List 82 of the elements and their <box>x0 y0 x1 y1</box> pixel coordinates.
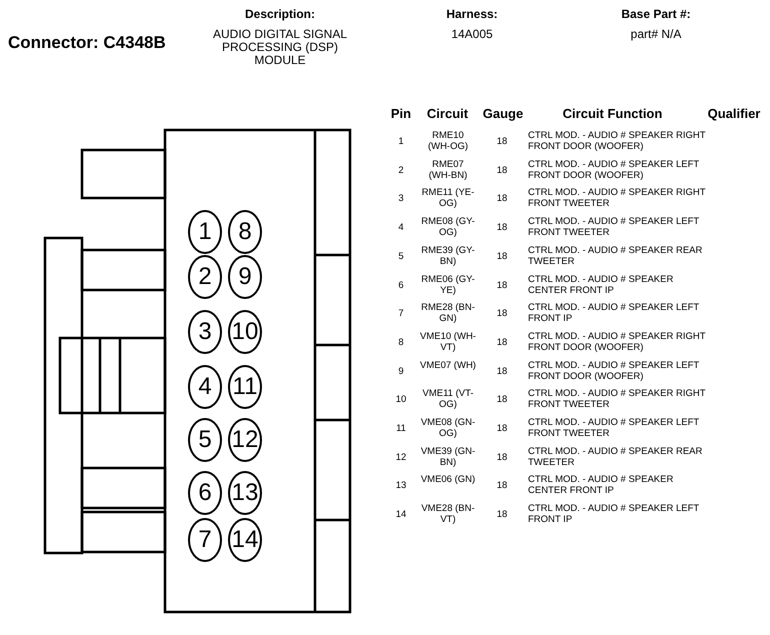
circuit-function: CTRL MOD. - AUDIO # SPEAKER LEFT FRONT DOOR (WOOFER) <box>528 158 700 181</box>
circuit-function: CTRL MOD. - AUDIO # SPEAKER LEFT FRONT DOOR (WOOFER) <box>528 360 700 382</box>
circuit-function: CTRL MOD. - AUDIO # SPEAKER REAR TWEETER <box>528 244 704 267</box>
circuit-code: VME06 (GN) <box>420 474 476 486</box>
pin-number: 9 <box>397 366 405 377</box>
column-header: Gauge <box>482 107 524 122</box>
column-header: Circuit Function <box>562 107 664 122</box>
connector-title: Connector: C4348B <box>8 34 167 53</box>
pin-number: 5 <box>397 250 405 262</box>
pin-number: 13 <box>394 480 408 492</box>
connector-pin: 1 <box>188 210 222 254</box>
wire-gauge: 18 <box>496 480 508 492</box>
connector-pin: 11 <box>228 365 262 409</box>
circuit-code: RME39 (GY-BN) <box>420 244 476 267</box>
field-label: Base Part #: <box>620 8 692 22</box>
circuit-function: CTRL MOD. - AUDIO # SPEAKER LEFT FRONT TWEETER <box>528 417 700 439</box>
pin-number: 11 <box>395 423 407 434</box>
connector-pin: 3 <box>188 310 222 354</box>
connector-pin: 4 <box>188 365 222 409</box>
connector-pin: 5 <box>188 418 222 462</box>
circuit-function: CTRL MOD. - AUDIO # SPEAKER RIGHT FRONT DOOR (WOOFER) <box>528 330 706 353</box>
wire-gauge: 18 <box>496 222 508 234</box>
circuit-code: VME07 (WH) <box>420 360 476 371</box>
circuit-code: RME06 (GY-YE) <box>420 274 476 296</box>
pin-number: 7 <box>397 308 405 320</box>
circuit-code: RME07 (WH-BN) <box>428 158 468 181</box>
column-header: Qualifier <box>706 107 762 122</box>
pin-number: 4 <box>397 222 405 234</box>
connector-pin: 7 <box>188 518 222 562</box>
pin-number: 2 <box>397 164 405 176</box>
connector-pin: 6 <box>188 471 222 515</box>
circuit-code: VME08 (GN-OG) <box>420 417 476 439</box>
wire-gauge: 18 <box>496 136 508 147</box>
wire-gauge: 18 <box>496 509 508 520</box>
circuit-code: RME11 (YE-OG) <box>420 187 476 210</box>
circuit-code: VME11 (VT-OG) <box>421 388 475 410</box>
connector-pin: 12 <box>228 418 262 462</box>
pin-number: 3 <box>397 193 405 204</box>
connector-pin: 8 <box>228 210 262 254</box>
circuit-code: RME08 (GY-OG) <box>420 216 476 238</box>
circuit-function: CTRL MOD. - AUDIO # SPEAKER RIGHT FRONT TWEETER <box>528 187 706 210</box>
wire-gauge: 18 <box>496 250 508 262</box>
wire-gauge: 18 <box>496 164 508 176</box>
wire-gauge: 18 <box>496 193 508 204</box>
wire-gauge: 18 <box>496 423 508 434</box>
wire-gauge: 18 <box>496 394 508 406</box>
field-label: Description: <box>244 8 316 22</box>
circuit-code: RME28 (BN-GN) <box>420 302 476 324</box>
wire-gauge: 18 <box>496 336 508 348</box>
connector-pin: 13 <box>228 471 262 515</box>
pin-number: 8 <box>397 336 405 348</box>
circuit-code: VME10 (WH-VT) <box>420 330 476 353</box>
pin-number: 1 <box>397 136 405 147</box>
circuit-code: RME10 (WH-OG) <box>426 130 470 152</box>
circuit-function: CTRL MOD. - AUDIO # SPEAKER CENTER FRONT IP <box>528 274 674 296</box>
wire-gauge: 18 <box>496 280 508 290</box>
column-header: Pin <box>390 107 412 122</box>
column-header: Circuit <box>426 107 470 122</box>
field-label: Harness: <box>445 8 499 22</box>
field-value: 14A005 <box>450 28 494 42</box>
connector-pin: 9 <box>228 255 262 299</box>
circuit-function: CTRL MOD. - AUDIO # SPEAKER LEFT FRONT TWEETER <box>528 216 700 238</box>
circuit-function: CTRL MOD. - AUDIO # SPEAKER CENTER FRONT IP <box>528 474 674 496</box>
pin-number: 12 <box>394 452 408 463</box>
connector-pin: 10 <box>228 310 262 354</box>
field-value: AUDIO DIGITAL SIGNAL PROCESSING (DSP) MODULE <box>212 28 348 68</box>
connector-pin: 14 <box>228 518 262 562</box>
wire-gauge: 18 <box>496 452 508 463</box>
pin-number: 6 <box>397 280 405 290</box>
circuit-code: VME28 (BN-VT) <box>420 503 476 526</box>
circuit-code: VME39 (GN-BN) <box>420 446 476 468</box>
connector-pin: 2 <box>188 255 222 299</box>
pin-number: 14 <box>394 509 408 520</box>
circuit-function: CTRL MOD. - AUDIO # SPEAKER LEFT FRONT IP <box>528 302 700 324</box>
wire-gauge: 18 <box>496 366 508 377</box>
circuit-function: CTRL MOD. - AUDIO # SPEAKER RIGHT FRONT DOOR (WOOFER) <box>528 130 706 152</box>
pin-number: 10 <box>394 394 408 406</box>
field-value: part# N/A <box>630 28 682 42</box>
circuit-function: CTRL MOD. - AUDIO # SPEAKER RIGHT FRONT TWEETER <box>528 388 706 410</box>
circuit-function: CTRL MOD. - AUDIO # SPEAKER LEFT FRONT IP <box>528 503 700 526</box>
circuit-function: CTRL MOD. - AUDIO # SPEAKER REAR TWEETER <box>528 446 704 468</box>
wire-gauge: 18 <box>496 308 508 320</box>
